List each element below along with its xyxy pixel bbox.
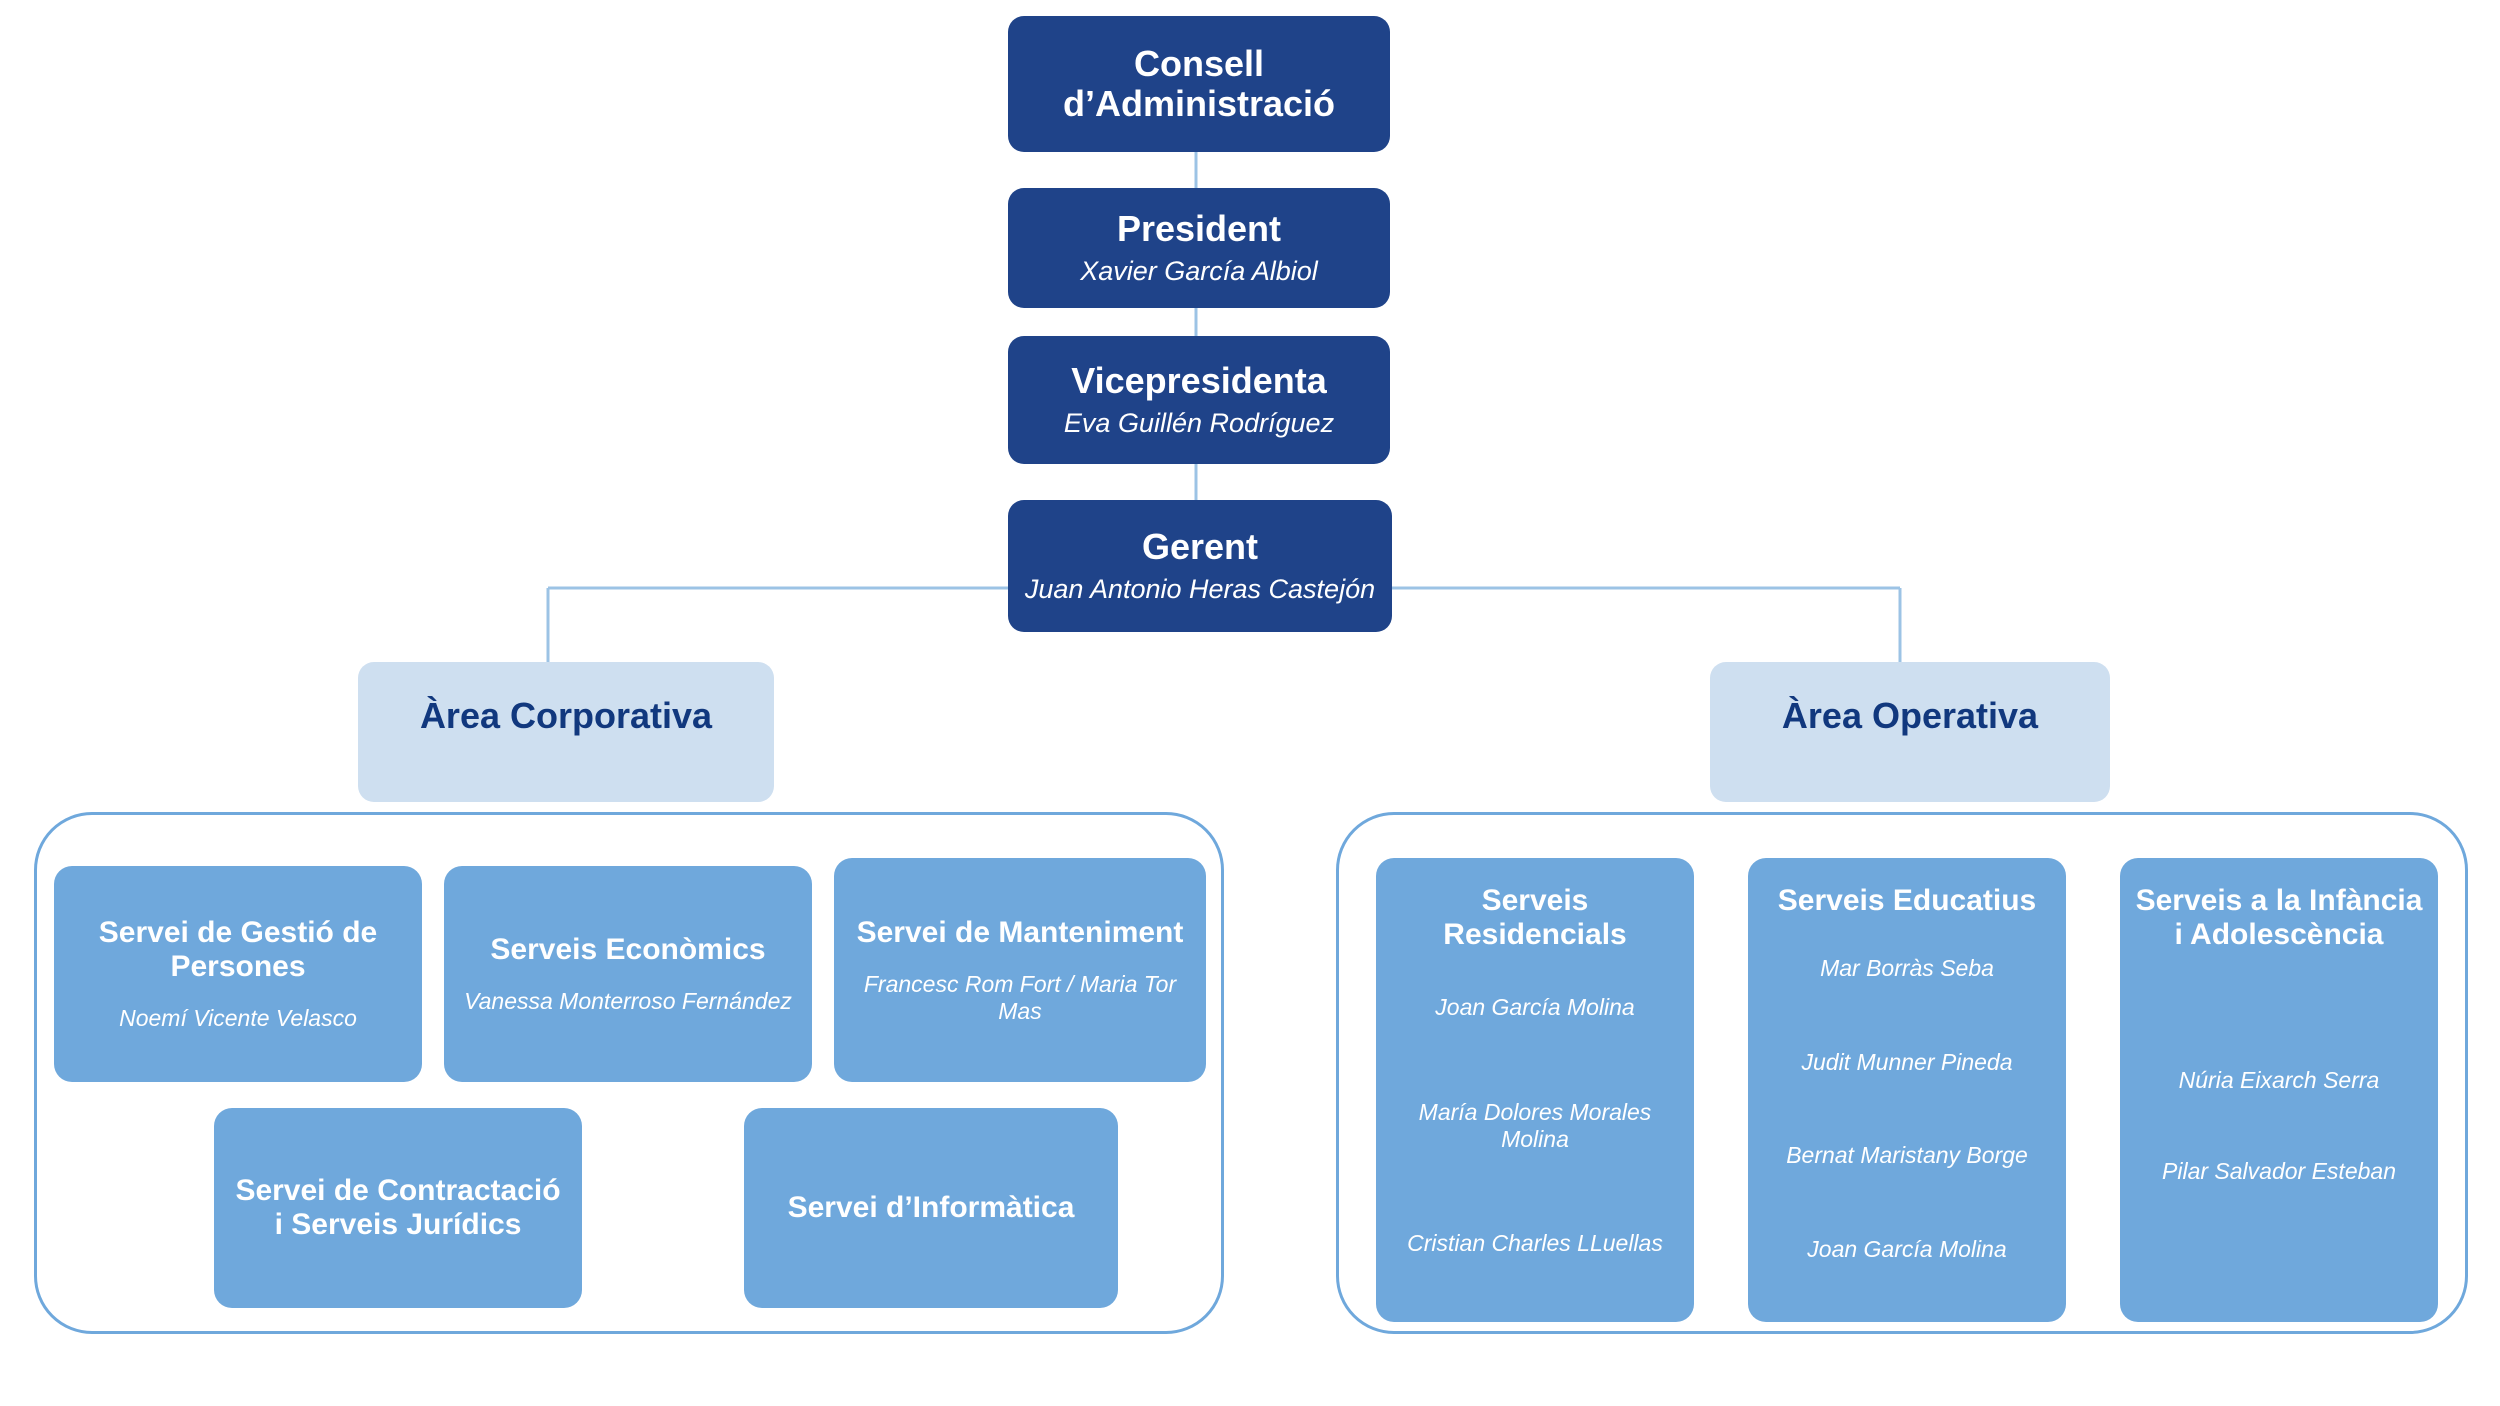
service-card-infancia-adolescencia[interactable]: Serveis a la Infància i Adolescència Núr… xyxy=(2120,858,2438,1322)
service-people-list: Mar Borràs Seba Judit Munner Pineda Bern… xyxy=(1762,922,2052,1312)
service-person: Cristian Charles LLuellas xyxy=(1407,1230,1663,1257)
service-title: Servei d’Informàtica xyxy=(787,1191,1075,1225)
service-person: Joan García Molina xyxy=(1435,994,1635,1021)
node-consell-administracio[interactable]: Consell d’Administració xyxy=(1008,16,1390,152)
service-card-gestio-persones[interactable]: Servei de Gestió de Persones Noemí Vicen… xyxy=(54,866,422,1082)
service-title: Servei de Gestió de Persones xyxy=(98,916,378,983)
service-person: Noemí Vicente Velasco xyxy=(119,1005,357,1032)
service-person: Joan García Molina xyxy=(1807,1235,2007,1262)
service-person: Pilar Salvador Esteban xyxy=(2162,1157,2396,1184)
service-card-informatica[interactable]: Servei d’Informàtica xyxy=(744,1108,1118,1308)
service-person: María Dolores Morales Molina xyxy=(1418,1098,1652,1152)
service-people-list: Joan García Molina María Dolores Morales… xyxy=(1390,955,1680,1312)
service-card-manteniment[interactable]: Servei de Manteniment Francesc Rom Fort … xyxy=(834,858,1206,1082)
node-person: Xavier García Albiol xyxy=(1080,256,1318,286)
group-frame-corporativa xyxy=(34,812,1224,1334)
node-title: Gerent xyxy=(1141,525,1259,567)
service-title: Serveis Educatius xyxy=(1777,884,2037,917)
area-header-corporativa[interactable]: Àrea Corporativa xyxy=(358,662,774,802)
area-label: Àrea Corporativa xyxy=(419,695,713,736)
node-title: Vicepresidenta xyxy=(1071,359,1327,401)
service-person: Núria Eixarch Serra xyxy=(2178,1066,2380,1093)
node-title: Consell d’Administració xyxy=(1062,42,1336,124)
node-president[interactable]: President Xavier García Albiol xyxy=(1008,188,1390,308)
service-card-contractacio-juridics[interactable]: Servei de Contractació i Serveis Jurídic… xyxy=(214,1108,582,1308)
node-title: President xyxy=(1116,207,1282,249)
node-gerent[interactable]: Gerent Juan Antonio Heras Castejón xyxy=(1008,500,1392,632)
service-person: Vanessa Monterroso Fernández xyxy=(464,988,792,1015)
service-title: Serveis a la Infància i Adolescència xyxy=(2135,884,2423,951)
service-card-serveis-economics[interactable]: Serveis Econòmics Vanessa Monterroso Fer… xyxy=(444,866,812,1082)
service-card-serveis-residencials[interactable]: Serveis Residencials Joan García Molina … xyxy=(1376,858,1694,1322)
service-card-serveis-educatius[interactable]: Serveis Educatius Mar Borràs Seba Judit … xyxy=(1748,858,2066,1322)
group-frame-operativa xyxy=(1336,812,2468,1334)
service-title: Serveis Residencials xyxy=(1443,884,1627,951)
service-people-list: Núria Eixarch Serra Pilar Salvador Esteb… xyxy=(2134,955,2424,1312)
service-title: Servei de Contractació i Serveis Jurídic… xyxy=(235,1174,561,1241)
service-person: Judit Munner Pineda xyxy=(1801,1048,2013,1075)
node-person: Juan Antonio Heras Castejón xyxy=(1024,574,1376,604)
area-label: Àrea Operativa xyxy=(1781,695,2039,736)
node-vicepresidenta[interactable]: Vicepresidenta Eva Guillén Rodríguez xyxy=(1008,336,1390,464)
area-header-operativa[interactable]: Àrea Operativa xyxy=(1710,662,2110,802)
node-person: Eva Guillén Rodríguez xyxy=(1063,408,1335,438)
service-person: Mar Borràs Seba xyxy=(1820,955,1994,982)
service-person: Francesc Rom Fort / Maria Tor Mas xyxy=(863,971,1177,1024)
service-title: Serveis Econòmics xyxy=(490,932,766,966)
service-title: Servei de Manteniment xyxy=(856,915,1184,949)
service-person: Bernat Maristany Borge xyxy=(1786,1142,2028,1169)
